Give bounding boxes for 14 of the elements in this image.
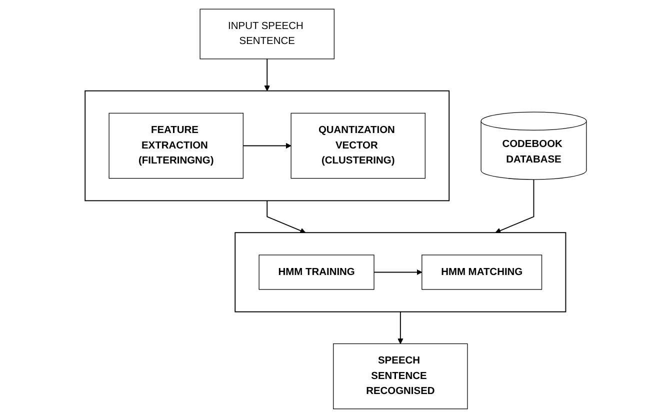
cluster (234, 232, 566, 312)
arrow (242, 142, 292, 149)
node-box: FEATURE EXTRACTION (FILTERINGNG) (108, 112, 244, 179)
arrow (264, 58, 270, 92)
node-box: QUANTIZATION VECTOR (CLUSTERING) (290, 112, 426, 179)
arrow (495, 179, 534, 234)
node-box: SPEECH SENTENCE RECOGNISED (333, 343, 468, 410)
node-box: HMM MATCHING (422, 254, 542, 290)
arrow (374, 269, 422, 276)
node-box: HMM TRAINING (259, 254, 375, 290)
arrow (266, 200, 306, 234)
node-box: INPUT SPEECH SENTENCE (200, 8, 335, 60)
arrow (398, 311, 404, 344)
cluster (84, 90, 450, 202)
